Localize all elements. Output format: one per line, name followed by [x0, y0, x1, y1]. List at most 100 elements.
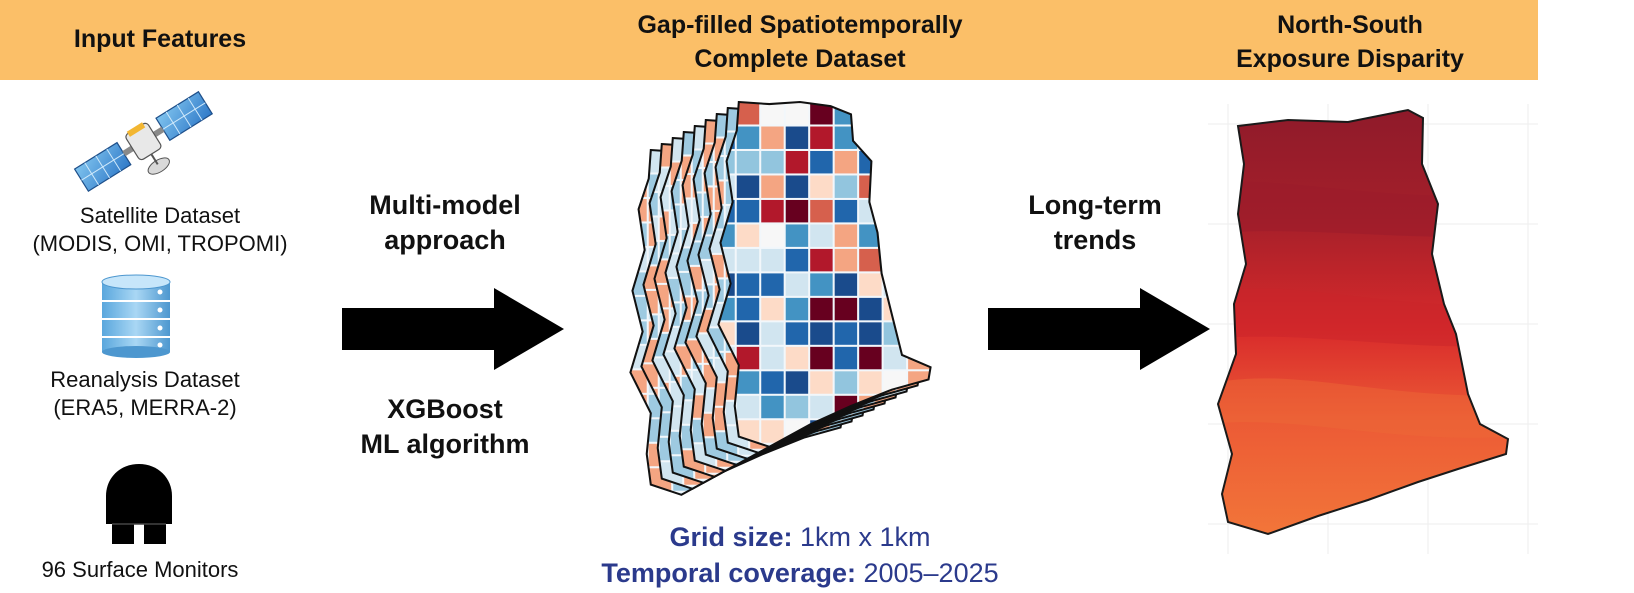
grid-cell [835, 371, 857, 393]
grid-cell [737, 347, 759, 369]
grid-cell [851, 438, 873, 460]
grid-cell [761, 102, 783, 124]
grid-cell [911, 334, 933, 356]
grid-cell [831, 438, 853, 460]
disparity-title: North-South Exposure Disparity [1180, 8, 1520, 76]
input-features-title: Input Features [40, 22, 280, 56]
grid-cell [761, 151, 783, 173]
grid-cell [769, 456, 791, 478]
grid-cell [851, 120, 873, 142]
grid-cell [769, 481, 791, 503]
grid-cell [875, 145, 897, 167]
grid-cell [835, 445, 857, 467]
grid-cell [737, 249, 759, 271]
grid-cell [649, 493, 671, 515]
grid-cell [900, 145, 922, 167]
grid-cell [933, 420, 955, 442]
grid-cell [793, 481, 815, 503]
grid-cell [911, 212, 933, 234]
grid-cell [884, 420, 906, 442]
grid-cell [908, 102, 930, 124]
grid-cell [933, 347, 955, 369]
reanalysis-label: Reanalysis Dataset (ERA5, MERRA-2) [10, 366, 280, 422]
grid-cell [873, 133, 895, 155]
grid-cell [908, 200, 930, 222]
grid-cell [922, 206, 944, 228]
grid-cell [744, 481, 766, 503]
long-term-trends-label: Long-term trends [990, 188, 1200, 258]
grid-cell [842, 432, 864, 454]
grid-cell [922, 230, 944, 252]
grid-cell [835, 249, 857, 271]
grid-cell [884, 224, 906, 246]
grid-cell [922, 279, 944, 301]
grid-cell [886, 212, 908, 234]
grid-cell [835, 273, 857, 295]
grid-cell [840, 469, 862, 491]
grid-cell [886, 408, 908, 430]
grid-cell [722, 493, 744, 515]
grid-cell [873, 157, 895, 179]
grid-cell [884, 200, 906, 222]
grid-cell [786, 322, 808, 344]
grid-cell [859, 249, 881, 271]
grid-cell [786, 224, 808, 246]
grid-cell [884, 445, 906, 467]
grid-cell [848, 426, 870, 448]
grid-cell [737, 273, 759, 295]
grid-cell [624, 419, 646, 441]
grid-cell [886, 236, 908, 258]
grid-cell [878, 181, 900, 203]
grid-cell [737, 127, 759, 149]
grid-cell [897, 157, 919, 179]
grid-cell [824, 451, 846, 473]
grid-cell [900, 463, 922, 485]
grid-cell [777, 463, 799, 485]
grid-cell [889, 273, 911, 295]
grid-cell [900, 242, 922, 264]
grid-cell [813, 432, 835, 454]
grid-cell [820, 468, 842, 490]
grid-cell [884, 347, 906, 369]
grid-cell [900, 291, 922, 313]
grid-cell [897, 108, 919, 130]
grid-cell [873, 451, 895, 473]
grid-cell [761, 249, 783, 271]
grid-cell [922, 402, 944, 424]
grid-cell [908, 151, 930, 173]
grid-cell [878, 230, 900, 252]
exposure-map [1208, 104, 1538, 554]
grid-cell [897, 206, 919, 228]
grid-cell [786, 347, 808, 369]
grid-cell [853, 475, 875, 497]
grid-cell [786, 249, 808, 271]
grid-cell [900, 267, 922, 289]
grid-cell [897, 304, 919, 326]
grid-cell [755, 475, 777, 497]
grid-cell [886, 261, 908, 283]
grid-cell [761, 127, 783, 149]
grid-cell [878, 450, 900, 472]
grid-cell [786, 298, 808, 320]
grid-cell [922, 304, 944, 326]
grid-cell [764, 457, 786, 479]
grid-cell [867, 456, 889, 478]
grid-cell [933, 445, 955, 467]
grid-cell [875, 120, 897, 142]
grid-cell [922, 328, 944, 350]
grid-cell [771, 493, 793, 515]
gridded-dataset-stack [630, 100, 960, 490]
grid-cell [835, 175, 857, 197]
grid-cell [804, 450, 826, 472]
grid-cell [782, 487, 804, 509]
grid-cell [810, 127, 832, 149]
grid-cell [864, 469, 886, 491]
grid-cell [796, 468, 818, 490]
grid-cell [786, 200, 808, 222]
grid-cell [810, 200, 832, 222]
grid-cell [810, 224, 832, 246]
grid-cell [911, 457, 933, 479]
grid-cell [897, 279, 919, 301]
grid-cell [889, 469, 911, 491]
grid-cell [897, 133, 919, 155]
